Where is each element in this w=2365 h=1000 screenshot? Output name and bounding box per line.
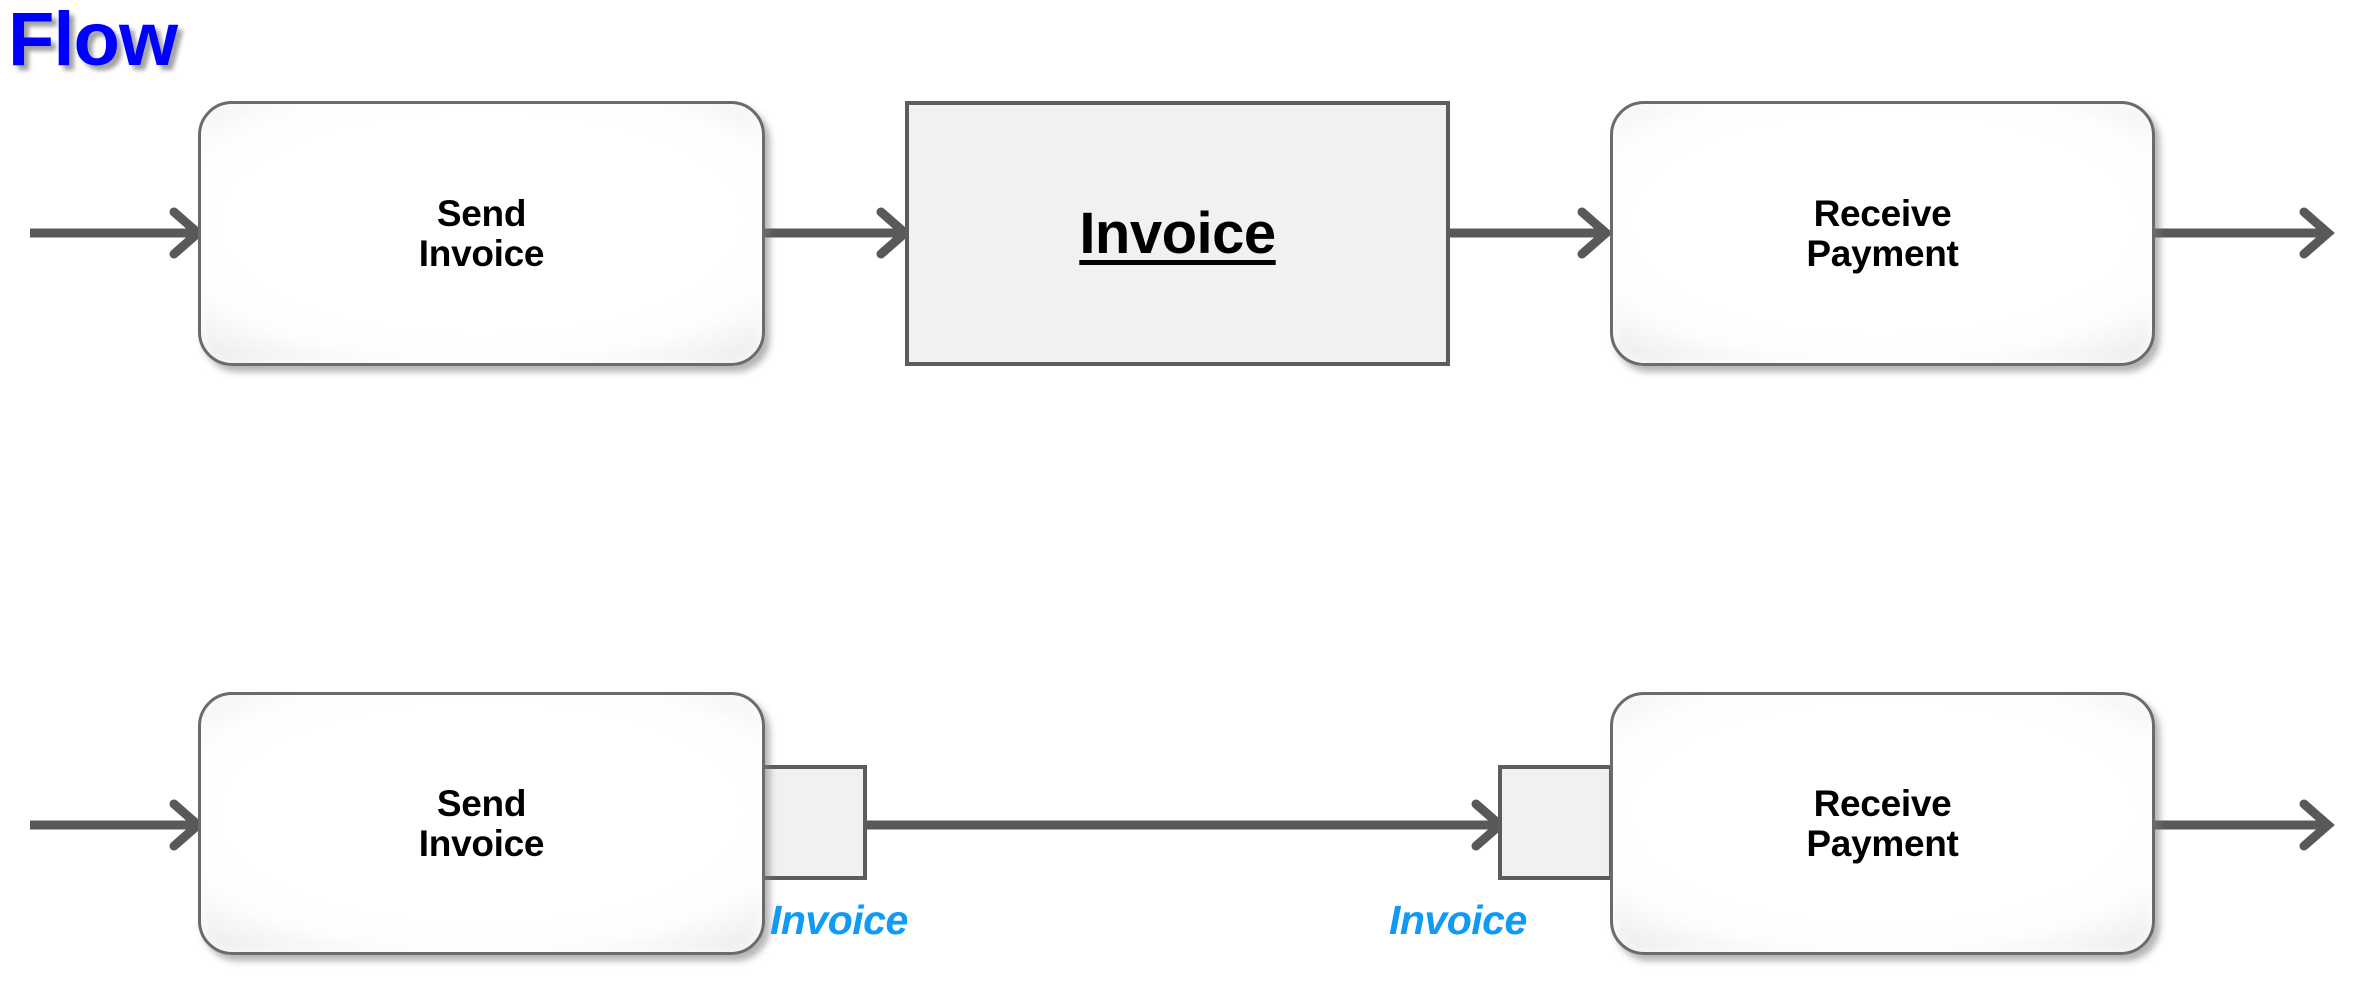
node-receive-payment-bottom-label: Receive Payment (1806, 783, 1959, 864)
node-send-invoice-bottom[interactable]: Send Invoice (198, 692, 765, 955)
node-send-invoice-top-label: Send Invoice (418, 193, 545, 274)
pin-square-right[interactable] (1498, 765, 1613, 880)
node-send-invoice-bottom-label: Send Invoice (418, 783, 545, 864)
top-invoice-to-receive-arrow (1446, 206, 1616, 260)
node-receive-payment-top[interactable]: Receive Payment (1610, 101, 2155, 366)
pin-caption-left: Invoice (770, 897, 908, 943)
bottom-outbound-arrow (2150, 798, 2340, 852)
page-title: Flow (8, 0, 178, 82)
bottom-inbound-arrow (28, 798, 208, 852)
top-outbound-arrow (2150, 206, 2340, 260)
top-send-to-invoice-arrow (760, 206, 915, 260)
bottom-pin-to-pin-arrow (860, 798, 1510, 852)
node-receive-payment-top-label: Receive Payment (1806, 193, 1959, 274)
data-object-invoice-label: Invoice (1079, 201, 1276, 266)
pin-caption-right: Invoice (1389, 897, 1527, 943)
node-receive-payment-bottom[interactable]: Receive Payment (1610, 692, 2155, 955)
top-inbound-arrow (28, 206, 208, 260)
data-object-invoice[interactable]: Invoice (905, 101, 1450, 366)
node-send-invoice-top[interactable]: Send Invoice (198, 101, 765, 366)
pin-square-left[interactable] (752, 765, 867, 880)
